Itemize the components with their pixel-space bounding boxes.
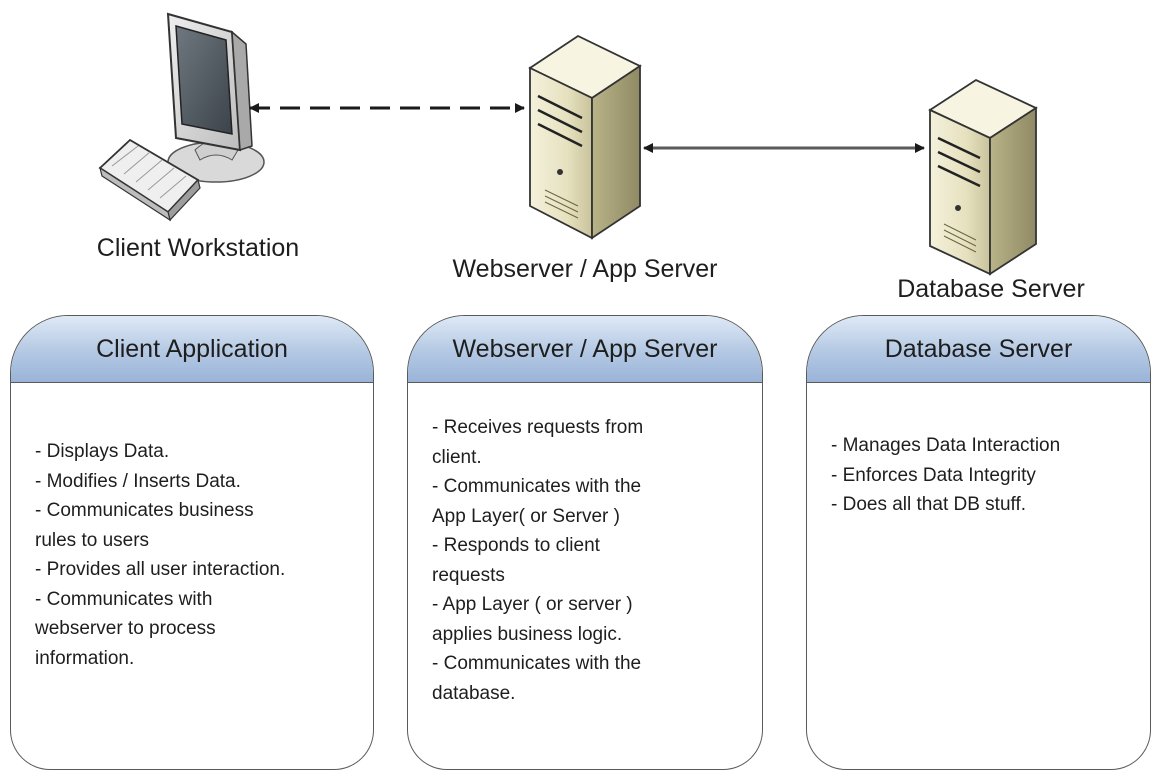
panel-line: - Provides all user interaction.	[35, 559, 286, 580]
client-application-panel-body: - Displays Data. - Modifies / Inserts Da…	[11, 383, 373, 673]
database-server-icon	[928, 78, 1038, 276]
panel-line: - Receives requests from	[432, 417, 644, 438]
webserver-panel-title: Webserver / App Server	[408, 316, 762, 383]
panel-line: requests	[432, 564, 505, 586]
panel-line: - Communicates with	[35, 588, 213, 610]
webserver-panel: Webserver / App Server - Receives reques…	[407, 315, 763, 770]
database-server-panel-body: - Manages Data Interaction - Enforces Da…	[807, 383, 1150, 520]
panel-line: client.	[432, 446, 482, 468]
client-application-panel: Client Application - Displays Data. - Mo…	[10, 315, 374, 770]
panel-line: - Modifies / Inserts Data.	[35, 470, 241, 492]
client-application-panel-title: Client Application	[11, 316, 373, 383]
panel-line: - Does all that DB stuff.	[831, 494, 1027, 515]
client-workstation-icon	[98, 12, 265, 222]
panel-line: information.	[35, 647, 135, 669]
panel-line: applies business logic.	[432, 623, 623, 645]
webserver-label: Webserver / App Server	[452, 255, 718, 283]
panel-line: App Layer( or Server )	[432, 505, 620, 527]
panel-line: - Responds to client	[432, 535, 600, 556]
panel-line: - Displays Data.	[35, 441, 170, 462]
client-workstation-label: Client Workstation	[96, 234, 300, 262]
panel-line: - Enforces Data Integrity	[831, 464, 1036, 486]
webserver-panel-body: - Receives requests from client. - Commu…	[408, 383, 762, 708]
panel-line: - Manages Data Interaction	[831, 435, 1061, 456]
webserver-icon	[528, 34, 642, 240]
panel-line: database.	[432, 682, 516, 704]
database-server-panel-title: Database Server	[807, 316, 1150, 383]
panel-line: webserver to process	[35, 618, 216, 639]
panel-line: rules to users	[35, 529, 150, 551]
panel-line: - Communicates with the	[432, 476, 642, 497]
panel-line: - Communicates business	[35, 500, 254, 521]
database-server-label: Database Server	[897, 275, 1085, 303]
database-server-panel: Database Server - Manages Data Interacti…	[806, 315, 1151, 770]
panel-line: - App Layer ( or server )	[432, 594, 633, 615]
panel-line: - Communicates with the	[432, 653, 642, 674]
